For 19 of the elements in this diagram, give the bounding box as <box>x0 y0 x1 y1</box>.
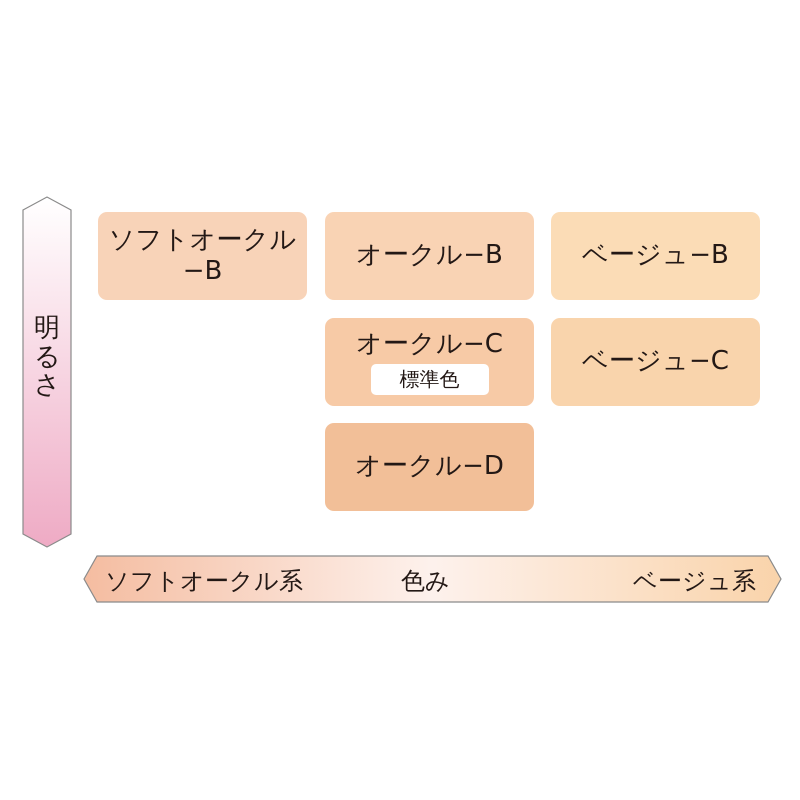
shade-name: オークル−C <box>356 328 503 360</box>
shade-name: オークル−B <box>356 240 503 272</box>
shade-name: ベージュ−C <box>582 346 729 378</box>
axis-label: 明るさ <box>34 314 60 400</box>
axis-label: 色み <box>401 566 450 597</box>
brightness-axis-band <box>22 196 72 548</box>
shade-swatch <box>325 318 534 406</box>
axis-label: ソフトオークル系 <box>105 566 303 597</box>
shade-swatch <box>325 423 534 511</box>
shade-swatch <box>551 318 760 406</box>
shade-swatch <box>325 212 534 300</box>
shade-swatch <box>551 212 760 300</box>
shade-name: ベージュ−B <box>582 240 729 272</box>
hue-axis-band <box>83 555 782 603</box>
shade-name: オークル−D <box>355 451 504 483</box>
shade-swatch <box>98 212 307 300</box>
standard-color-badge: 標準色 <box>370 364 488 396</box>
axis-label: ベージュ系 <box>633 566 756 597</box>
shade-name: ソフトオークル−B <box>108 224 298 288</box>
